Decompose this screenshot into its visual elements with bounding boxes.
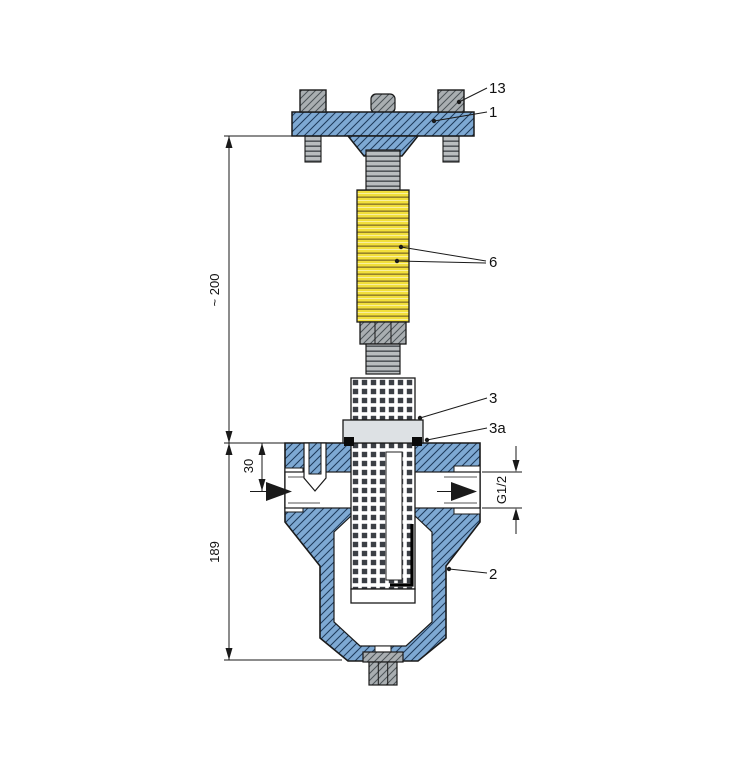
cover-flange-plate: [291, 111, 475, 137]
screw-shank-right: [442, 135, 460, 163]
dim-housing-height-text: 189: [207, 541, 222, 563]
flow-indicators: [250, 482, 477, 501]
filter-center-tube: [385, 451, 403, 581]
dimension-housing-height: 189: [207, 443, 342, 661]
part-label-13: 13: [489, 80, 506, 97]
filter-bottom-cap: [350, 588, 416, 604]
dimension-port-thread: G1/2: [482, 446, 522, 534]
screw-head-left: [299, 89, 327, 113]
dim-port-thread-text: G1/2: [494, 476, 509, 504]
inlet-flow-arrow-icon: [266, 482, 292, 501]
screw-head-right: [437, 89, 465, 113]
dim-port-offset-text: 30: [241, 459, 256, 473]
hex-nut: [359, 321, 407, 345]
part-label-6: 6: [489, 254, 497, 271]
spindle-thread-upper: [365, 149, 401, 191]
spring-element-yellow: [356, 189, 410, 323]
o-ring-right: [412, 437, 422, 446]
spindle-top-cap: [370, 93, 396, 114]
outlet-flow-arrow-icon: [451, 482, 477, 501]
spindle-thread-lower: [365, 343, 401, 375]
part-label-2: 2: [489, 566, 497, 583]
filter-element: [342, 377, 424, 604]
spindle-spring-assembly: [356, 149, 410, 375]
cover-flange-assembly: [291, 89, 475, 163]
drain-plug: [362, 651, 404, 686]
drain-plug-hex: [368, 661, 398, 686]
drain-plug-washer: [362, 651, 404, 663]
part-label-3: 3: [489, 390, 497, 407]
filter-mesh-body: [350, 442, 416, 590]
dimension-port-offset: 30: [241, 443, 266, 491]
part-label-1: 1: [489, 104, 497, 121]
outlet-port-thread-lines: [444, 476, 477, 504]
part-labels: 13 1 6 3 3a 2: [394, 80, 506, 583]
part-label-3a: 3a: [489, 420, 506, 437]
dim-overall-length-text: ~ 200: [207, 274, 222, 307]
housing-blind-hole-core: [308, 442, 322, 475]
screw-shank-left: [304, 135, 322, 163]
filter-head-collar: [342, 419, 424, 444]
o-ring-left: [344, 437, 354, 446]
dimension-overall-length: ~ 200: [207, 135, 293, 444]
filter-mesh-upper: [350, 377, 416, 421]
filter-bypass-pipe: [390, 524, 414, 587]
